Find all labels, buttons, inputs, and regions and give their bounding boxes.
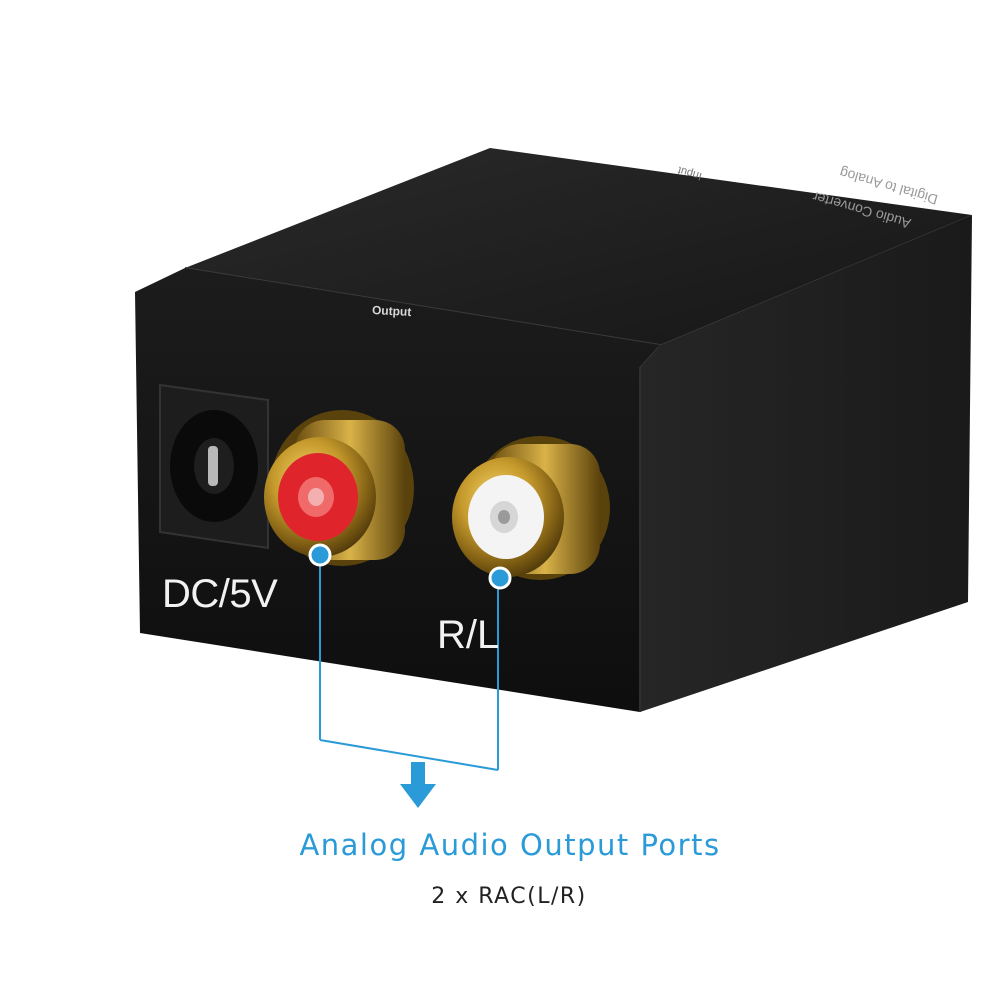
caption-title: Analog Audio Output Ports xyxy=(299,828,721,862)
callout-dot-left xyxy=(308,543,332,567)
device-top-face xyxy=(185,148,972,345)
dc-power-jack xyxy=(159,383,269,550)
caption-subtitle: 2 x RAC(L/R) xyxy=(431,884,587,909)
callout-dot-right xyxy=(488,566,512,590)
red-rca-jack xyxy=(264,410,414,566)
down-arrow-icon xyxy=(400,762,436,808)
white-rca-jack xyxy=(452,436,610,580)
device-side-face xyxy=(640,215,972,712)
rl-label: R/L xyxy=(437,613,500,657)
dc-power-label: DC/5V xyxy=(162,572,278,616)
output-label: Output xyxy=(371,302,412,320)
callout-connector xyxy=(319,556,499,771)
